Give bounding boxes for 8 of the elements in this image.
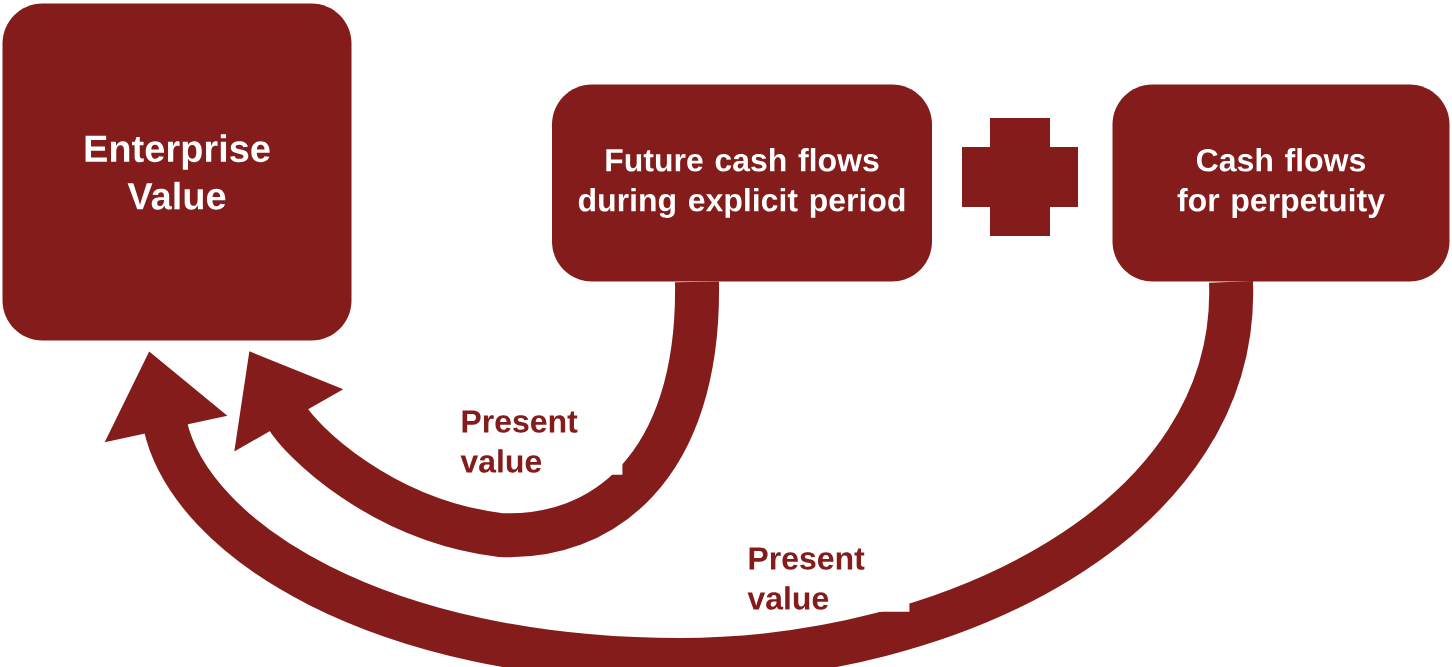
rounded-box: Enterprise Value xyxy=(2,3,352,341)
curved-arrow xyxy=(104,280,1253,667)
curved-arrow xyxy=(234,281,719,557)
edge-label: Present value xyxy=(745,545,910,612)
plus-sign xyxy=(962,118,1078,236)
edge-label: Present value xyxy=(458,408,623,475)
rounded-box: Cash flows for perpetuity xyxy=(1112,84,1450,282)
rounded-box: Future cash flows during explicit period xyxy=(552,84,932,282)
